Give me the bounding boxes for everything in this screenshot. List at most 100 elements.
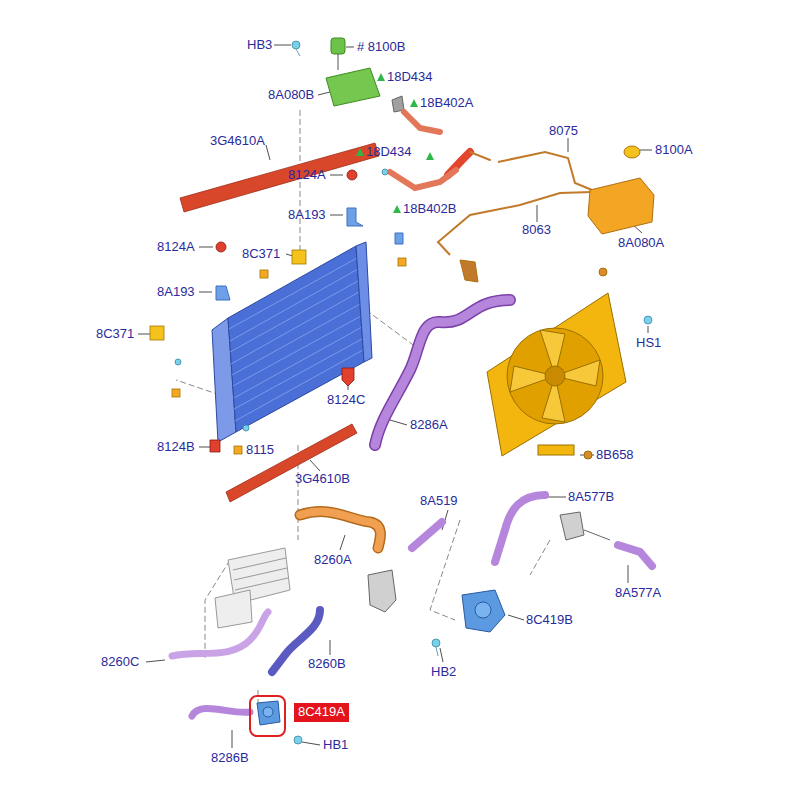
isolator <box>234 446 242 454</box>
leader-line <box>274 45 291 46</box>
radiator <box>234 327 362 398</box>
seal-strip <box>180 143 379 502</box>
leader-line <box>199 247 213 248</box>
note-triangle <box>426 152 434 160</box>
fastener <box>175 359 181 365</box>
part-number: 8C419A <box>298 705 345 719</box>
oil-cooler <box>233 558 288 590</box>
reservoir <box>588 178 654 234</box>
fan-shroud <box>545 366 565 386</box>
bracket <box>216 208 403 300</box>
hose <box>172 300 652 716</box>
isolator <box>150 326 164 340</box>
pump <box>263 707 273 717</box>
highlight-tag: 8C419A <box>294 703 349 722</box>
fan-shroud <box>584 451 592 459</box>
leader-line <box>232 730 233 748</box>
hose <box>192 708 250 716</box>
note-triangle <box>393 205 401 213</box>
hose <box>300 512 380 548</box>
highlight-frame <box>250 696 285 736</box>
leader-line <box>548 497 566 498</box>
leader-line <box>199 292 212 293</box>
callout-number: # 8100B <box>357 40 405 54</box>
assembly-line <box>530 540 550 575</box>
reservoir <box>460 260 478 282</box>
reservoir <box>438 192 592 255</box>
hose <box>300 512 380 548</box>
pump <box>462 590 505 632</box>
callout-number: HB3 <box>247 38 272 52</box>
fan-shroud <box>487 293 626 459</box>
leader-line <box>640 150 652 151</box>
housing <box>560 512 584 540</box>
reservoir <box>498 152 592 190</box>
leader-line <box>628 565 629 583</box>
leader-line <box>310 460 320 471</box>
callout-number: HB2 <box>431 665 456 679</box>
leader-line <box>346 47 354 48</box>
seal-strip <box>180 143 379 212</box>
fastener <box>294 736 302 744</box>
hose <box>412 522 442 548</box>
isolator <box>260 270 268 278</box>
callout-number: 8B658 <box>596 448 634 462</box>
leader-line <box>390 420 407 425</box>
callout-number: HB1 <box>323 738 348 752</box>
callout-number: 3G4610A <box>210 134 265 148</box>
callout-number: 8C371 <box>242 247 280 261</box>
mount <box>342 368 354 386</box>
assembly-line <box>430 520 460 620</box>
reservoir <box>599 268 607 276</box>
isolator <box>292 250 306 264</box>
radiator <box>212 242 372 442</box>
small-hose <box>390 170 456 188</box>
callout-number: 8A577A <box>615 586 661 600</box>
radiator <box>230 269 358 341</box>
leader-line <box>330 640 331 655</box>
degas-tank-green <box>326 68 380 106</box>
isolator <box>398 258 406 266</box>
callout-number: 18B402B <box>403 202 457 216</box>
callout-number: 8C419B <box>526 613 573 627</box>
mount <box>210 170 357 452</box>
leader-line <box>302 742 320 745</box>
bracket <box>395 233 403 244</box>
degas-tank-green <box>338 54 339 70</box>
fastener <box>382 169 388 175</box>
oil-cooler <box>215 590 252 628</box>
leader-line <box>648 326 649 333</box>
fastener <box>292 41 300 49</box>
pump <box>257 590 505 725</box>
fan-shroud <box>510 330 600 422</box>
leader-line <box>440 648 443 662</box>
callout-number: 18B402A <box>420 96 474 110</box>
leader-line <box>508 615 524 620</box>
fastener <box>243 425 249 431</box>
callout-number: 8C371 <box>96 327 134 341</box>
callout-number: 18D434 <box>387 70 433 84</box>
callout-number: 8124A <box>288 168 326 182</box>
leader-line <box>199 447 210 448</box>
assembly-line <box>176 380 220 395</box>
hose <box>375 300 510 445</box>
housing <box>368 570 396 612</box>
radiator <box>233 316 361 386</box>
bracket <box>347 208 363 226</box>
fan-shroud <box>538 445 574 455</box>
callout-number: 8075 <box>549 124 578 138</box>
radiator <box>235 350 363 421</box>
fastener <box>296 49 300 56</box>
callout-number: 8A577B <box>568 490 614 504</box>
callout-number: 8A193 <box>157 285 195 299</box>
fastener <box>436 647 438 656</box>
callout-number: 8124A <box>157 240 195 254</box>
isolator <box>150 250 406 454</box>
leader-line <box>537 205 538 222</box>
housing <box>584 530 610 540</box>
mount <box>347 170 357 180</box>
degas-tank-green <box>331 38 345 54</box>
leader-line <box>330 175 343 176</box>
